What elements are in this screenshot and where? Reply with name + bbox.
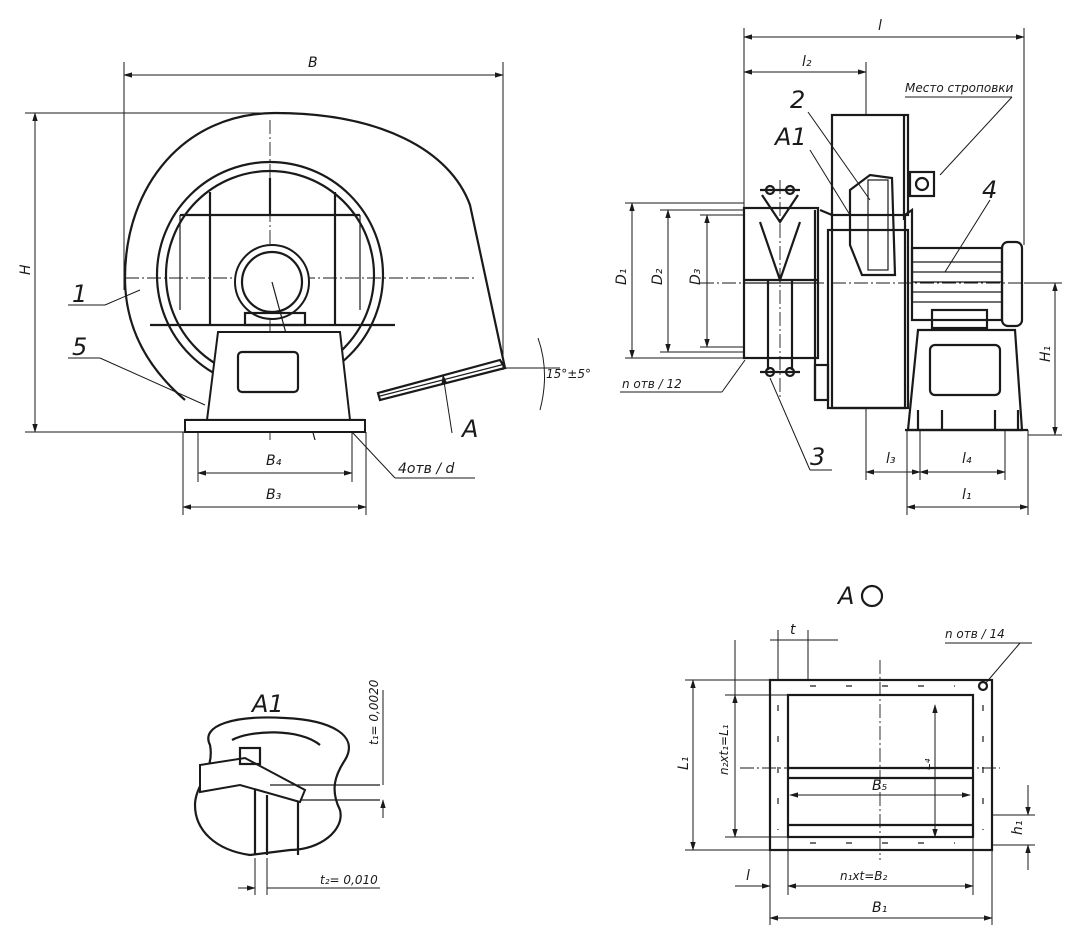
dim-l: l	[878, 18, 882, 34]
dim-d2: D₂	[650, 268, 666, 285]
dim-l4: l₄	[962, 451, 972, 467]
angle-label: 15°±5°	[546, 367, 591, 381]
holes-14-label: n отв / 14	[945, 627, 1005, 641]
part-3-label: 3	[810, 443, 825, 471]
dim-l1: l₁	[962, 487, 972, 503]
fan-casing-side	[819, 207, 914, 410]
dim-l4-inner: L₄	[919, 758, 933, 770]
side-view: l l₂ Место строповки 2 A1	[614, 18, 1062, 515]
dim-h: H	[18, 264, 34, 275]
dim-l1-vertical: L₁	[676, 757, 692, 770]
dim-h1-small: h₁	[1010, 821, 1026, 836]
dim-b1: B₁	[872, 900, 887, 916]
dim-h1: H₁	[1038, 346, 1054, 362]
dim-b5: B₅	[872, 778, 888, 794]
view-a: A t n отв / 14 L₁ n₂xt₁=L₁	[676, 582, 1035, 925]
front-view: B H	[18, 55, 591, 515]
detail-a1-title: A1	[250, 690, 284, 718]
outlet-flange	[768, 678, 994, 852]
dim-t: t	[790, 622, 796, 638]
dim-n1t-b2: n₁xt=B₂	[840, 869, 888, 883]
t1-tolerance-label: t₁= 0,0020	[367, 679, 381, 745]
part-2-label: 2	[790, 86, 805, 114]
view-a-label: A	[460, 415, 478, 443]
volute-casing	[123, 111, 507, 401]
dim-d1: D₁	[614, 269, 630, 285]
dim-b: B	[308, 55, 318, 71]
dim-l2: l₂	[802, 54, 812, 70]
a1-callout: A1	[773, 123, 807, 151]
t2-tolerance-label: t₂= 0,010	[320, 873, 378, 887]
dim-b4: B₄	[266, 453, 282, 469]
dim-l-bottom: l	[746, 868, 750, 884]
part-1-label: 1	[72, 280, 87, 308]
holes-12-label: n отв / 12	[622, 377, 682, 391]
part-4-label: 4	[982, 176, 997, 204]
part-5-label: 5	[72, 333, 87, 361]
dim-n2t1-l1: n₂xt₁=L₁	[717, 724, 731, 775]
dim-b3: B₃	[266, 487, 282, 503]
sling-place-label: Место строповки	[905, 81, 1014, 95]
dim-l3: l₃	[886, 451, 896, 467]
holes-4-label: 4отв / d	[398, 461, 454, 477]
detail-a1: A1 t₁= 0,0020 t₂= 0,010	[193, 679, 386, 895]
pedestal	[205, 331, 352, 421]
view-a-title: A	[836, 582, 854, 610]
dim-d3: D₃	[688, 268, 704, 285]
